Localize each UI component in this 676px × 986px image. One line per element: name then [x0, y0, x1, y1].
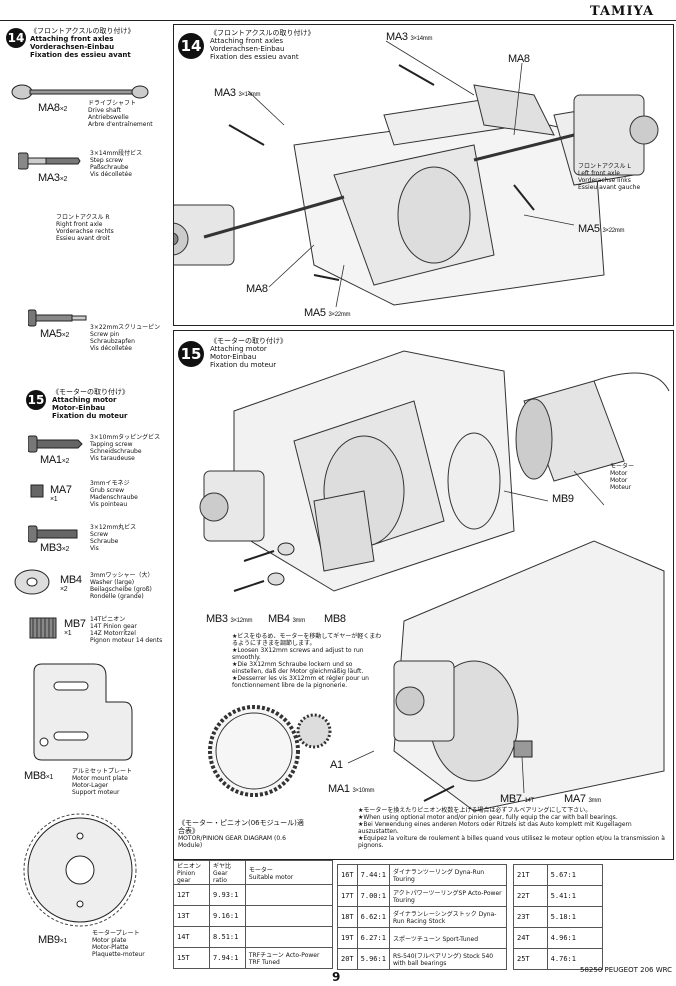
part-code-mb8: MB8×1 [24, 770, 54, 782]
callout-ma7: MA7 3mm [564, 793, 601, 805]
callout-ma1: MA1 3×10mm [328, 783, 375, 795]
callout-mb7: MB7 14T [500, 793, 534, 805]
callout-ma5-right: MA5 3×22mm [578, 223, 625, 235]
header-rule [0, 20, 676, 21]
page-number: 9 [332, 970, 341, 984]
tapping-screw-icon [28, 435, 83, 453]
parts-list-column: 14 《フロントアクスルの取り付け》 Attaching front axles… [0, 22, 172, 962]
part-code-mb7: MB7×1 [64, 618, 86, 637]
callout-ma3-left: MA3 3×14mm [214, 87, 261, 99]
callout-ma8-top: MA8 [508, 53, 530, 65]
part-code-mb3: MB3×2 [40, 542, 70, 554]
washer-icon [14, 569, 50, 595]
title-fr: Fixation des essieu avant [30, 51, 131, 59]
product-code: 58250 PEUGEOT 206 WRC [580, 966, 673, 974]
part-code-ma8: MA8×2 [38, 102, 68, 114]
callout-a1: A1 [330, 759, 343, 771]
pinion-gear-icon [29, 617, 57, 639]
panel-15-badge: 15 [178, 341, 204, 367]
part-code-ma1: MA1×2 [40, 454, 70, 466]
title-en: Attaching front axles [30, 35, 114, 43]
callout-ma3-top: MA3 3×14mm [386, 31, 433, 43]
step-15-badge: 15 [26, 390, 46, 410]
panel-14-badge: 14 [178, 33, 204, 59]
step-screw-icon [18, 152, 81, 170]
motor-mount-plate-icon [33, 663, 133, 761]
part-code-mb9: MB9×1 [38, 934, 68, 946]
drive-shaft-icon [11, 84, 149, 100]
part-code-ma5: MA5×2 [40, 328, 70, 340]
motor-assembly-drawing [199, 350, 670, 812]
step-14-badge: 14 [6, 28, 26, 48]
callout-ma8-bottom: MA8 [246, 283, 268, 295]
screw-icon [28, 525, 78, 543]
motor-adjust-note: ★ビスをゆるめ、モーターを移動してギヤーが軽くまわるようにすきまを調節します。★… [232, 633, 382, 689]
step-15-title: 《モーターの取り付け》 Attaching motor Motor-Einbau… [52, 388, 129, 420]
front-axle-assembly-drawing [174, 40, 659, 308]
gear-diagram-title: 《モーター・ピニオン(06モジュール)適合表》 MOTOR/PINION GEA… [178, 819, 304, 849]
callout-ma5-bottom: MA5 3×22mm [304, 307, 351, 319]
grub-screw-icon [30, 484, 44, 498]
callout-mb4: MB4 3mm [268, 613, 305, 625]
callout-mb9: MB9 [552, 493, 574, 505]
brand-logo: TAMIYA [590, 4, 655, 19]
part-code-mb4: MB4×2 [60, 574, 82, 593]
callout-mb3: MB3 3×12mm [206, 613, 253, 625]
motor-plate-icon [23, 813, 137, 927]
part-code-ma3: MA3×2 [38, 172, 68, 184]
part-desc-mb4: 3mmワッシャー（大）Washer (large)Beilagscheibe (… [90, 572, 154, 600]
screw-pin-icon [28, 309, 87, 327]
title-de: Vorderachsen-Einbau [30, 43, 115, 51]
bearing-note: ★モーターを換えたりピニオン枚数を上げる場合は必ずフルベアリングにして下さい。★… [358, 807, 665, 849]
callout-mb8: MB8 [324, 613, 346, 625]
step-14-title: 《フロントアクスルの取り付け》 Attaching front axles Vo… [30, 27, 170, 59]
title-jp: 《フロントアクスルの取り付け》 [30, 27, 135, 35]
part-code-ma7: MA7×1 [50, 484, 72, 503]
